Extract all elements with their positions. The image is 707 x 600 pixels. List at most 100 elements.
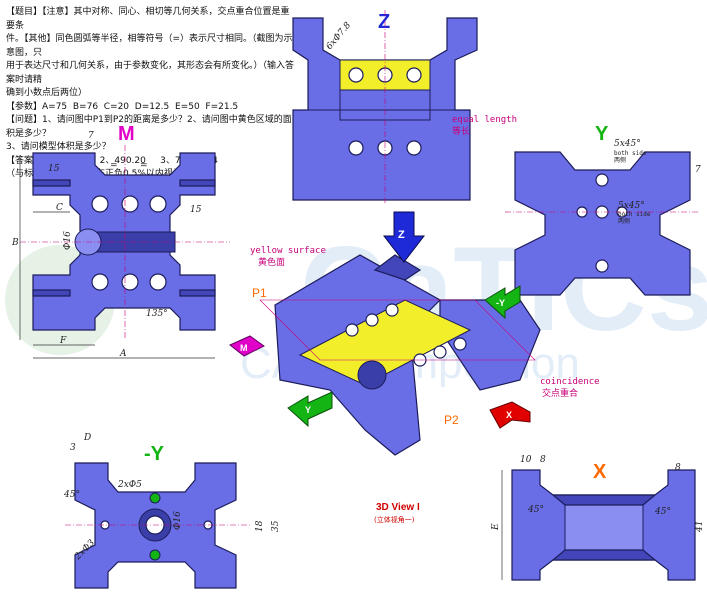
problem-statement: 【题目】【注意】其中对称、同心、相切等几何关系，交点重合位置是重要条 件。【其他… <box>6 6 296 182</box>
m-dim-a: A <box>119 349 127 359</box>
parameters-line: 【参数】A=75 B=76 C=20 D=12.5 E=50 F=21.5 <box>6 101 239 112</box>
view-m-label: M <box>118 123 135 145</box>
x-chamfer-bottom <box>551 549 657 561</box>
iso-tower-left <box>373 254 422 281</box>
x-dim-8b: 8 <box>675 463 681 473</box>
negy-dim-3: 3 <box>70 443 76 453</box>
tolerance-line: （与标准答案相对误差在正负0.5%以内视为正确） <box>6 169 209 179</box>
m-dim-c: C <box>56 203 63 213</box>
arrow-z-label: Z <box>398 229 405 241</box>
m-hole <box>91 273 109 291</box>
x-dim-45b: 45° <box>654 507 671 517</box>
view-x: X 10 8 8 45° 45° E 41 <box>491 455 705 581</box>
iso-hole <box>453 337 467 351</box>
iso-view-title-cn: (立体视角一) <box>374 515 415 524</box>
m-dim-phi16: Φ16 <box>63 231 73 250</box>
negy-dim-holes2: 2xΦ5 <box>117 480 142 490</box>
x-dim-41: 41 <box>695 521 705 533</box>
iso-hole <box>365 313 379 327</box>
x-dim-8a: 8 <box>540 455 546 465</box>
m-dim-7: 7 <box>88 131 94 141</box>
view-z-label: Z <box>378 11 390 33</box>
z-annot-equal-length: equal length <box>452 115 517 125</box>
arrow-x-label: X <box>506 410 512 420</box>
m-slot-left-bottom <box>32 289 71 297</box>
m-hole <box>149 195 167 213</box>
problem-line: 件。【其他】同色圆弧等半径，相等符号（=）表示尺寸相同。（截图为示意图，只 <box>6 34 293 58</box>
problem-line: 确到小数点后两位） <box>6 88 88 98</box>
x-chamfer-top <box>551 494 657 506</box>
m-hole <box>121 195 139 213</box>
arrow-y-label: Y <box>305 405 311 415</box>
m-dim-b: B <box>11 238 19 248</box>
question-line: 【问题】1、请问图中P1到P2的距离是多少？2、请问图中黄色区域的面积是多少？ <box>6 115 292 139</box>
negy-dim-phi16: Φ16 <box>173 511 183 530</box>
view-y-label: Y <box>595 123 609 145</box>
m-dim-15b: 15 <box>190 205 202 215</box>
view-negy-label: -Y <box>144 443 165 465</box>
m-eq2: = <box>140 161 148 171</box>
iso-construction-plane <box>259 299 536 361</box>
problem-line: 【题目】【注意】其中对称、同心、相切等几何关系，交点重合位置是重要条 <box>6 7 290 31</box>
z-annot-equal-length-cn: 等长 <box>452 125 470 137</box>
negy-dim-d: D <box>83 433 91 443</box>
question-line: 3、请问模型体积是多少？ <box>6 142 111 152</box>
arrow-m-label: M <box>240 343 248 353</box>
negy-hole-top <box>149 492 161 504</box>
y-hole <box>595 259 609 273</box>
problem-line: 用于表达尺寸和几何关系，由于参数变化，其形态会有所变化。）（输入答案时请精 <box>6 61 295 85</box>
z-dim-holes: 6xΦ7.8 <box>325 20 354 52</box>
iso-annot-yellow-surface: yellow surface <box>250 246 326 256</box>
m-dim-ang135: 135° <box>146 309 168 319</box>
arrow-negy-label: -Y <box>496 298 505 308</box>
z-hole <box>406 67 422 83</box>
iso-hole <box>345 323 359 337</box>
iso-p2-label: P2 <box>444 413 459 427</box>
iso-annot-coincidence: coincidence <box>540 377 600 387</box>
z-hole <box>348 140 364 156</box>
y-dim-both-side: both side <box>614 150 647 157</box>
z-hole <box>406 140 422 156</box>
y-dim-chamfer2: 5x45° <box>618 201 645 211</box>
y-dim-7: 7 <box>695 165 701 175</box>
view-y: Y 5x45° both side 两侧 5x45° both side 两侧 … <box>505 123 701 296</box>
m-eq1: = <box>110 161 118 171</box>
y-hole <box>595 173 609 187</box>
arrow-z: Z <box>382 211 426 263</box>
view-x-label: X <box>593 461 607 483</box>
m-hole <box>121 273 139 291</box>
view-negy: -Y D 3 45° 2xΦ5 2xΦ3 Φ16 18 35 <box>63 433 281 589</box>
x-dim-e: E <box>491 523 501 531</box>
m-slot-right <box>179 179 216 187</box>
z-hole <box>348 67 364 83</box>
arrow-y: Y <box>287 391 333 428</box>
m-dim-15a: 15 <box>48 164 60 174</box>
m-dim-f: F <box>59 336 67 346</box>
y-dim-both-side2: both side <box>618 211 651 218</box>
x-dim-10: 10 <box>520 455 532 465</box>
z-mid-band <box>339 89 431 121</box>
iso-annot-coincidence-cn: 交点重合 <box>542 387 578 399</box>
m-hole <box>149 273 167 291</box>
y-dim-chamfer: 5x45° <box>614 139 641 149</box>
m-slot-right-bottom <box>179 289 216 297</box>
negy-dim-45: 45° <box>63 490 80 500</box>
iso-view-title: 3D View I <box>376 502 420 513</box>
iso-hole <box>385 303 399 317</box>
m-slot-left <box>32 179 71 187</box>
view-m: M B C 15 15 7 = = Φ16 135° F A <box>11 123 230 359</box>
iso-bore <box>357 360 387 390</box>
x-dim-45a: 45° <box>527 505 544 515</box>
arrow-m: M <box>229 335 265 357</box>
iso-p1-label: P1 <box>252 286 267 300</box>
view-z: Z 6xΦ7.8 equal length 等长 <box>292 10 517 205</box>
y-dim-both-side-cn2: 两侧 <box>618 217 630 225</box>
x-inner-window <box>564 504 644 551</box>
m-hole <box>91 195 109 213</box>
y-dim-both-side-cn: 两侧 <box>614 156 626 164</box>
y-body-outline <box>514 151 691 296</box>
negy-hole-bottom <box>149 549 161 561</box>
iso-hole <box>433 345 447 359</box>
view-3d: yellow surface 黄色面 P1 P2 coincidence 交点重… <box>229 211 600 524</box>
